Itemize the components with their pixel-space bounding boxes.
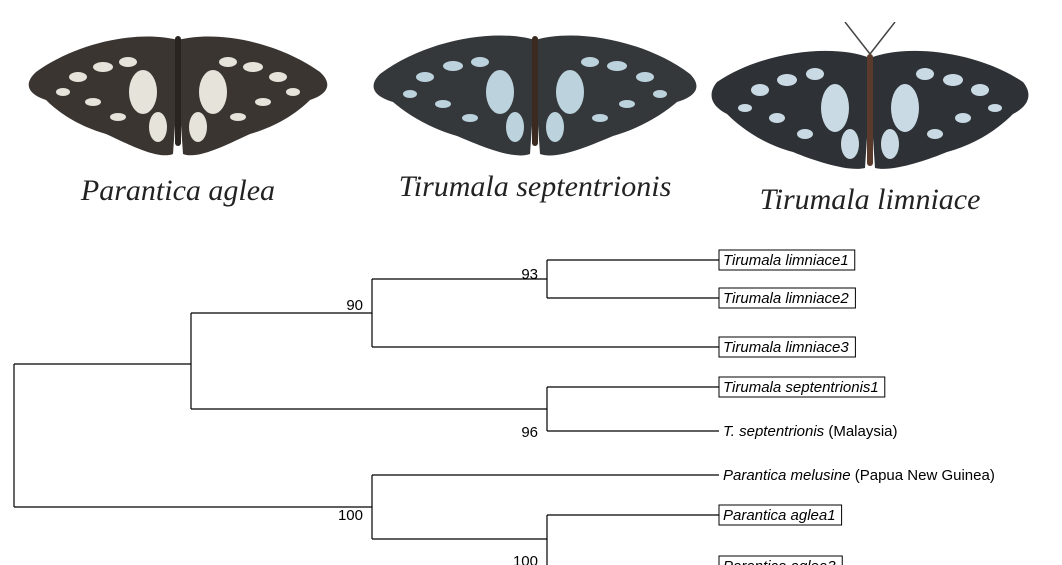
branch-limniace-1-2 xyxy=(547,260,719,298)
leaf-label: Tirumala septentrionis1 xyxy=(719,377,885,397)
leaf-label: Tirumala limniace1 xyxy=(719,250,855,270)
branch-parantica xyxy=(372,475,719,539)
butterfly-body xyxy=(532,36,538,146)
bootstrap-value: 90 xyxy=(346,297,363,314)
bootstrap-value: 100 xyxy=(338,507,363,524)
bootstrap-value: 93 xyxy=(521,266,538,283)
butterfly-image xyxy=(365,22,705,172)
tree-branches xyxy=(14,260,719,565)
taxon-label: Parantica melusine (Papua New Guinea) xyxy=(723,467,995,484)
photo-caption: Tirumala septentrionis xyxy=(365,170,705,204)
leaf-label: T. septentrionis (Malaysia) xyxy=(723,423,898,440)
taxon-label: Tirumala limniace1 xyxy=(723,252,849,269)
leaf-label: Parantica aglea3 xyxy=(719,556,842,565)
phylogenetic-tree: 93 90 96 100 100 Tirumala limniace1Tirum… xyxy=(0,230,1062,565)
branch-limniace xyxy=(372,279,719,347)
butterfly-image xyxy=(18,22,338,172)
leaf-label: Parantica aglea1 xyxy=(719,505,842,525)
butterfly-body xyxy=(175,36,181,146)
branch-root xyxy=(14,364,372,507)
butterfly-photo-tirumala-limniace: Tirumala limniace xyxy=(705,22,1035,222)
bootstrap-value: 96 xyxy=(521,424,538,441)
taxon-label: T. septentrionis (Malaysia) xyxy=(723,423,898,440)
butterfly-antenna xyxy=(870,22,895,54)
leaf-label: Tirumala limniace2 xyxy=(719,288,855,308)
branch-tirumala xyxy=(191,313,547,409)
leaf-label: Tirumala limniace3 xyxy=(719,337,855,357)
photo-caption: Tirumala limniace xyxy=(705,183,1035,217)
butterfly-antenna xyxy=(845,22,870,54)
butterfly-photo-tirumala-septentrionis: Tirumala septentrionis xyxy=(365,22,705,222)
butterfly-photo-parantica-aglea: Parantica aglea xyxy=(18,22,338,222)
butterfly-body xyxy=(867,54,873,166)
taxon-label: Tirumala septentrionis1 xyxy=(723,379,879,396)
photo-caption: Parantica aglea xyxy=(18,174,338,208)
bootstrap-value: 100 xyxy=(513,553,538,565)
taxon-label: Tirumala limniace3 xyxy=(723,339,849,356)
taxon-label: Tirumala limniace2 xyxy=(723,290,849,307)
branch-aglea xyxy=(547,515,719,565)
taxon-label: Parantica aglea1 xyxy=(723,507,836,524)
leaf-label: Parantica melusine (Papua New Guinea) xyxy=(723,467,995,484)
taxon-label: Parantica aglea3 xyxy=(723,558,836,565)
butterfly-image xyxy=(705,22,1035,182)
branch-septentrionis xyxy=(547,387,719,431)
